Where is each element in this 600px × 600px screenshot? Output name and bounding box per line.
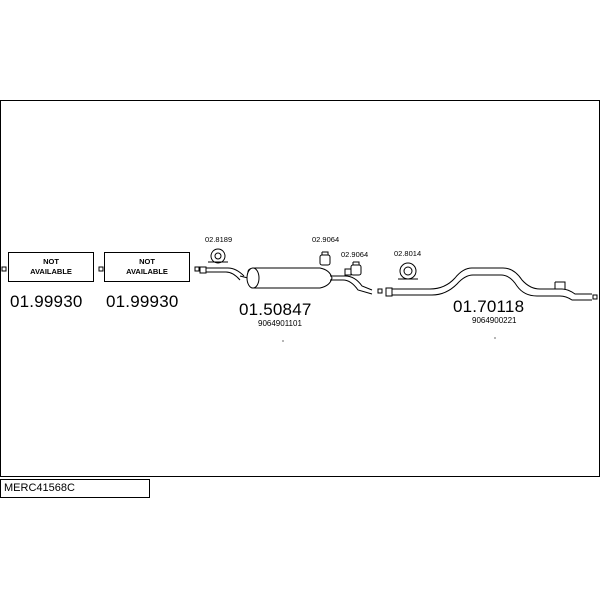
connector-marker (377, 288, 383, 294)
connector-marker (194, 266, 200, 272)
dot-marker (282, 340, 284, 342)
not-available-box: NOT AVAILABLE (8, 252, 94, 282)
accessory-code: 02.9064 (341, 250, 369, 259)
reference-code-box: MERC41568C (0, 479, 150, 498)
front-silencer-part (199, 266, 373, 295)
connector-marker (592, 294, 598, 300)
accessory-code: 02.8189 (205, 235, 233, 244)
clamp-icon (208, 248, 228, 264)
accessory-code: 02.9064 (312, 235, 340, 244)
part-code: 01.99930 (10, 292, 83, 311)
rear-pipe-part (385, 267, 592, 301)
dot-marker (494, 337, 496, 339)
connector-marker (98, 266, 104, 272)
rubber-mount-icon (350, 261, 362, 276)
clamp-icon (398, 262, 418, 280)
part-code: 01.70118 (453, 297, 525, 316)
not-available-box: NOT AVAILABLE (104, 252, 190, 282)
oem-number: 9064900221 (472, 316, 517, 325)
part-code: 01.50847 (239, 300, 312, 319)
oem-number: 9064901101 (258, 319, 302, 328)
part-code: 01.99930 (106, 292, 179, 311)
connector-marker (1, 266, 7, 272)
rubber-mount-icon (319, 251, 331, 266)
accessory-code: 02.8014 (394, 249, 422, 258)
